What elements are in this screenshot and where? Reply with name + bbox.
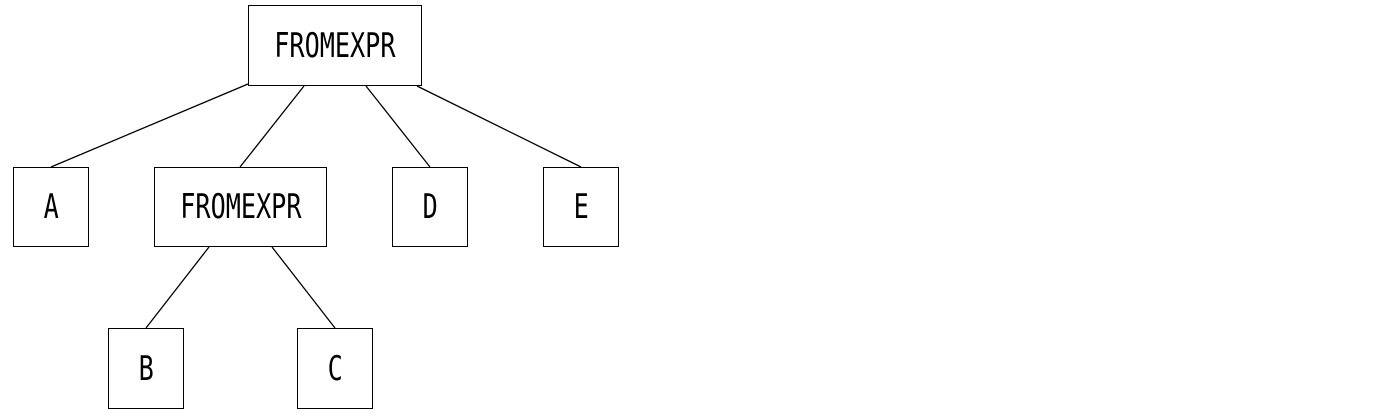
edge-root-a (50, 83, 249, 168)
node-label: C (327, 348, 343, 389)
node-label: D (422, 187, 438, 227)
node-a: A (13, 167, 89, 247)
edge-root-fromexpr (239, 85, 305, 168)
node-c: C (297, 328, 373, 409)
edge-fromexpr-c (271, 246, 336, 329)
node-label: A (43, 187, 59, 227)
node-label: E (573, 187, 589, 227)
node-d: D (392, 167, 468, 247)
node-b: B (108, 328, 184, 409)
node-fromexpr-child: FROMEXPR (154, 167, 327, 247)
node-label: B (138, 348, 154, 389)
edge-root-e (416, 85, 582, 168)
node-e: E (543, 167, 619, 247)
node-label: FROMEXPR (274, 25, 396, 66)
edge-root-d (365, 85, 431, 168)
node-fromexpr-root: FROMEXPR (248, 5, 422, 86)
node-label: FROMEXPR (179, 187, 302, 227)
edge-fromexpr-b (145, 246, 210, 329)
